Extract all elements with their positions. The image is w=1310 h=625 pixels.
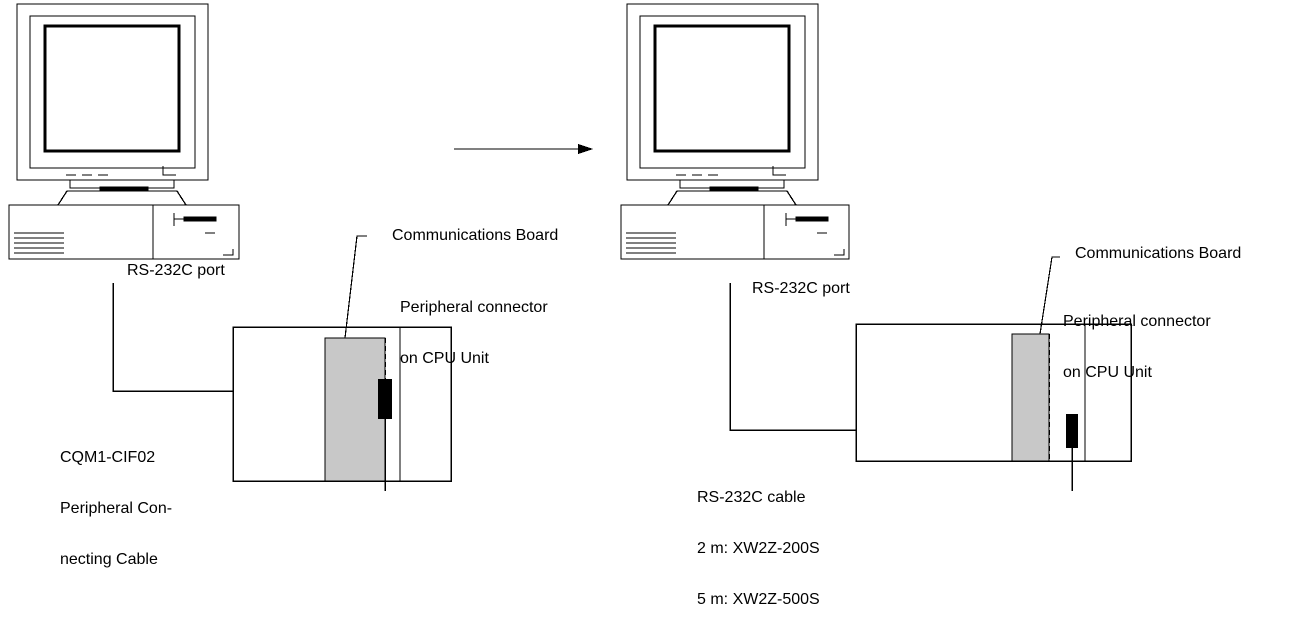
right-cable-line3: 5 m: XW2Z-500S — [697, 591, 820, 608]
right-peripheral-connector — [1066, 414, 1078, 448]
right-cable-line1: RS-232C cable — [697, 489, 806, 506]
left-cable-line1: CQM1-CIF02 — [60, 449, 156, 466]
left-rs232c-port-label: RS-232C port — [127, 262, 225, 279]
right-peripheral-connector-line2: on CPU Unit — [1063, 364, 1152, 381]
right-rs232c-port-label: RS-232C port — [752, 280, 850, 297]
right-peripheral-connector-label: Peripheral connector on CPU Unit — [1063, 279, 1211, 398]
upgrade-diagram — [8, 3, 1132, 491]
right-cable-label: RS-232C cable 2 m: XW2Z-200S 5 m: XW2Z-5… — [697, 455, 820, 625]
left-cable-label: CQM1-CIF02 Peripheral Con- necting Cable — [60, 415, 172, 585]
left-cable-line3: necting Cable — [60, 551, 158, 568]
left-peripheral-connector-line2: on CPU Unit — [400, 350, 489, 367]
left-computer-icon — [8, 3, 240, 260]
left-peripheral-connector-line1: Peripheral connector — [400, 299, 548, 316]
arrow-right-icon — [454, 144, 593, 154]
left-peripheral-connector — [378, 379, 392, 419]
right-computer-icon — [620, 3, 850, 260]
left-cable-line2: Peripheral Con- — [60, 500, 173, 517]
right-communications-board-label: Communications Board — [1075, 245, 1242, 262]
right-communications-board — [1011, 333, 1050, 462]
left-peripheral-connector-label: Peripheral connector on CPU Unit — [400, 265, 548, 384]
right-peripheral-connector-line1: Peripheral connector — [1063, 313, 1211, 330]
right-plc-unit-icon — [855, 256, 1132, 491]
left-communications-board-label: Communications Board — [392, 227, 559, 244]
right-cable-line2: 2 m: XW2Z-200S — [697, 540, 820, 557]
left-communications-board — [324, 337, 386, 482]
left-plc-unit-icon — [232, 235, 452, 491]
